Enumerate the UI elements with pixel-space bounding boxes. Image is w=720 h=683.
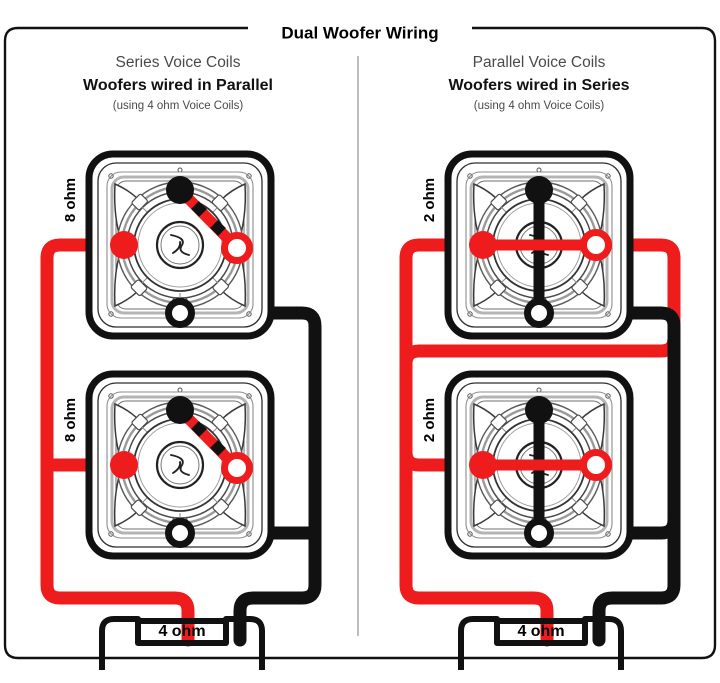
- left-panel-title: Woofers wired in Parallel: [83, 77, 273, 94]
- figure-border: [3, 26, 717, 660]
- left-bottom-terminal-coil2-positive: [165, 518, 195, 548]
- page-title: Dual Woofer Wiring: [281, 23, 438, 42]
- right-top-impedance-label: 2 ohm: [421, 178, 438, 222]
- right-negative-wire: [532, 306, 681, 647]
- right-positive-wire: [399, 238, 554, 647]
- amplifier-left-label: 4 ohm: [158, 623, 205, 640]
- left-top-terminal-coil2-negative: [221, 232, 253, 264]
- left-bottom-terminal-coil1-positive: [166, 396, 194, 424]
- left-top-terminal-coil1-positive: [166, 176, 194, 204]
- left-top-terminal-coil1-negative: [110, 231, 138, 259]
- left-top-impedance-label: 8 ohm: [62, 178, 79, 222]
- left-bottom-terminal-coil2-negative: [221, 452, 253, 484]
- right-panel-note: (using 4 ohm Voice Coils): [474, 100, 605, 112]
- right-top-terminal-coil2-positive: [524, 298, 554, 328]
- left-top-terminal-coil2-positive: [165, 298, 195, 328]
- right-series-link-wire: [399, 238, 681, 472]
- right-top-terminal-coil1-positive: [525, 176, 553, 204]
- right-top-terminal-coil1-negative: [469, 231, 497, 259]
- left-bottom-impedance-label: 8 ohm: [62, 398, 79, 442]
- left-bottom-terminal-coil1-negative: [110, 451, 138, 479]
- right-bottom-terminal-coil2-positive: [524, 518, 554, 548]
- left-panel-subtitle: Series Voice Coils: [116, 54, 241, 71]
- right-bottom-terminal-coil2-negative: [580, 449, 612, 481]
- right-panel-title: Woofers wired in Series: [448, 77, 629, 94]
- right-top-terminal-coil2-negative: [580, 229, 612, 261]
- right-bottom-impedance-label: 2 ohm: [421, 398, 438, 442]
- amplifier-right-label: 4 ohm: [517, 623, 564, 640]
- left-panel-note: (using 4 ohm Voice Coils): [113, 100, 244, 112]
- right-panel-subtitle: Parallel Voice Coils: [473, 54, 606, 71]
- right-bottom-terminal-coil1-negative: [469, 451, 497, 479]
- right-bottom-terminal-coil1-positive: [525, 396, 553, 424]
